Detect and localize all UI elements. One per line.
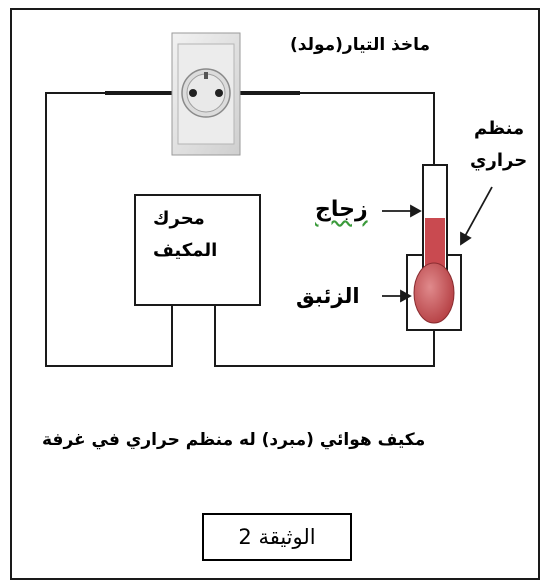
outlet-earth-pin: [204, 72, 208, 79]
wire-outlet-to-thermostat: [220, 92, 435, 165]
wire-left-loop: [45, 92, 173, 367]
outlet-hole-left: [189, 89, 197, 97]
mercury-column: [425, 218, 445, 278]
document-label-box: الوثيقة 2: [202, 513, 352, 561]
thermostat-arrow: [463, 186, 493, 239]
diagram-frame: [10, 8, 540, 580]
thermostat: [406, 164, 462, 331]
mercury-bulb: [413, 262, 455, 324]
caption: مكيف هوائي (مبرد) له منظم حراري في غرفة: [42, 430, 426, 450]
glass-label: زجاج: [315, 197, 368, 222]
thermostat-label-line1: منظم: [474, 118, 525, 139]
arrows: [382, 186, 493, 303]
power-outlet: [171, 32, 241, 156]
wire-motor-to-thermostat: [214, 305, 435, 367]
motor-box: [134, 194, 261, 306]
document-label: الوثيقة 2: [238, 525, 316, 549]
thermostat-label-line2: حراري: [470, 150, 528, 171]
mercury-label: الزئبق: [296, 284, 360, 308]
motor-label-line1: محرك: [153, 208, 205, 229]
motor-label-line2: المكيف: [153, 240, 218, 261]
outlet-hole-right: [215, 89, 223, 97]
outlet-label: ماخذ التيار(مولد): [290, 35, 431, 55]
